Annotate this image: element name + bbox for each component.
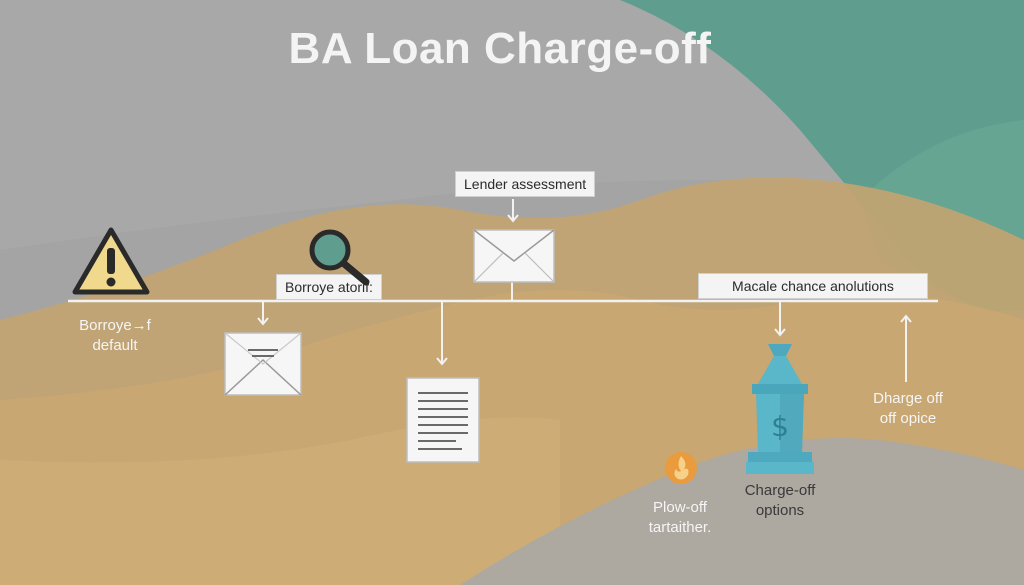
chargeoff-options-text: Charge-off options [725, 481, 835, 521]
arrow-down-money-bag [774, 301, 786, 337]
envelope-icon-top [473, 229, 555, 283]
magnifier-icon [309, 229, 370, 286]
plow-off-line-2: tartaither. [648, 519, 712, 536]
page-title: BA Loan Charge-off [288, 24, 712, 73]
macale-options-label: Macale chance anolutions [698, 273, 928, 299]
money-bag-icon: $ [746, 344, 814, 474]
envelope-icon [224, 332, 302, 396]
chargeoff-options-line-2: options [755, 502, 805, 519]
borrower-default-line-2: default [92, 337, 138, 354]
chargeoff-options-line-1: Charge-off [744, 482, 816, 499]
arrow-up-dharge-off [900, 314, 912, 382]
document-icon [406, 377, 480, 463]
connector-envelope-top [511, 282, 513, 302]
dharge-off-line-1: Dharge off [873, 390, 943, 407]
plow-off-text: Plow-off tartaither. [625, 498, 735, 538]
dharge-off-line-2: off opice [879, 410, 937, 427]
svg-text:$: $ [771, 410, 789, 443]
borrower-default-line-1: Borroye→f [79, 317, 151, 334]
borrower-default-text: Borroye→f default [60, 316, 170, 356]
arrow-down-envelope [257, 302, 269, 326]
flame-icon [665, 452, 697, 484]
arrow-down-document [436, 302, 448, 366]
dharge-off-text: Dharge off off opice [853, 389, 963, 429]
warning-icon [72, 227, 150, 295]
lender-assessment-label: Lender assessment [455, 171, 596, 197]
arrow-lender-down [507, 199, 519, 223]
plow-off-line-1: Plow-off [653, 499, 707, 516]
